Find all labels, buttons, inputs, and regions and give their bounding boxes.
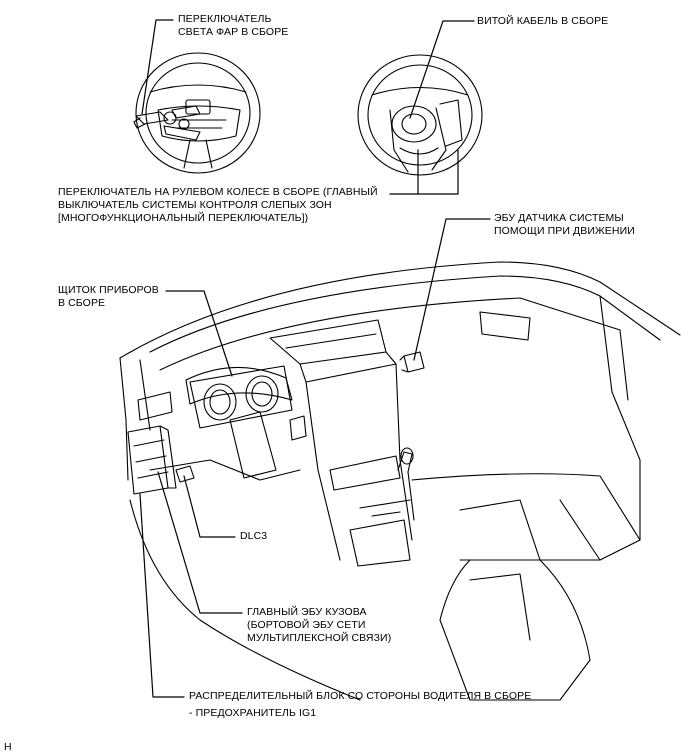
spiral-cable-label: ВИТОЙ КАБЕЛЬ В СБОРЕ — [477, 15, 609, 27]
combination-meter-label: ЩИТОК ПРИБОРОВ В СБОРЕ — [58, 284, 159, 310]
corner-mark: H — [4, 741, 12, 753]
steering-pad-switch-label: ПЕРЕКЛЮЧАТЕЛЬ НА РУЛЕВОМ КОЛЕСЕ В СБОРЕ … — [58, 186, 378, 225]
combination-meter-label-line-1: ЩИТОК ПРИБОРОВ — [58, 284, 159, 296]
leader-lines — [139, 19, 491, 698]
dlc3-label: DLC3 — [240, 530, 268, 542]
headlight-switch-part — [133, 105, 201, 141]
steering-wheel-left — [135, 52, 261, 174]
headlight-switch-label-line-2: СВЕТА ФАР В СБОРЕ — [178, 26, 289, 38]
main-body-ecu-label: ГЛАВНЫЙ ЭБУ КУЗОВА (БОРТОВОЙ ЭБУ СЕТИ МУ… — [247, 606, 391, 645]
driving-support-ecu-label: ЭБУ ДАТЧИКА СИСТЕМЫ ПОМОЩИ ПРИ ДВИЖЕНИИ — [494, 212, 635, 238]
driving-support-ecu-label-line-2: ПОМОЩИ ПРИ ДВИЖЕНИИ — [494, 225, 635, 237]
main-body-ecu-label-line-2: (БОРТОВОЙ ЭБУ СЕТИ — [247, 619, 366, 631]
headlight-switch-label: ПЕРЕКЛЮЧАТЕЛЬ СВЕТА ФАР В СБОРЕ — [178, 13, 288, 39]
steering-pad-switch-label-line-3: [МНОГОФУНКЦИОНАЛЬНЫЙ ПЕРЕКЛЮЧАТЕЛЬ]) — [58, 212, 309, 224]
dlc3-part — [175, 465, 195, 483]
fuse-ig1-label: - ПРЕДОХРАНИТЕЛЬ IG1 — [189, 707, 317, 719]
driving-support-ecu-label-line-1: ЭБУ ДАТЧИКА СИСТЕМЫ — [494, 212, 624, 224]
headlight-switch-label-line-1: ПЕРЕКЛЮЧАТЕЛЬ — [178, 13, 272, 25]
dashboard-drawing — [119, 261, 681, 701]
steering-pad-switch-label-line-2: ВЫКЛЮЧАТЕЛЬ СИСТЕМЫ КОНТРОЛЯ СЛЕПЫХ ЗОН — [58, 199, 332, 211]
steering-wheel-right — [357, 54, 483, 176]
steering-pad-switch-label-line-1: ПЕРЕКЛЮЧАТЕЛЬ НА РУЛЕВОМ КОЛЕСЕ В СБОРЕ … — [58, 186, 378, 198]
junction-block-part — [127, 425, 177, 495]
combination-meter-part — [189, 365, 293, 429]
main-body-ecu-label-line-1: ГЛАВНЫЙ ЭБУ КУЗОВА — [247, 606, 367, 618]
junction-block-label: РАСПРЕДЕЛИТЕЛЬНЫЙ БЛОК СО СТОРОНЫ ВОДИТЕ… — [189, 690, 532, 702]
combination-meter-label-line-2: В СБОРЕ — [58, 297, 106, 309]
driving-support-ecu-part — [399, 351, 425, 373]
main-body-ecu-label-line-3: МУЛЬТИПЛЕКСНОЙ СВЯЗИ) — [247, 632, 392, 644]
